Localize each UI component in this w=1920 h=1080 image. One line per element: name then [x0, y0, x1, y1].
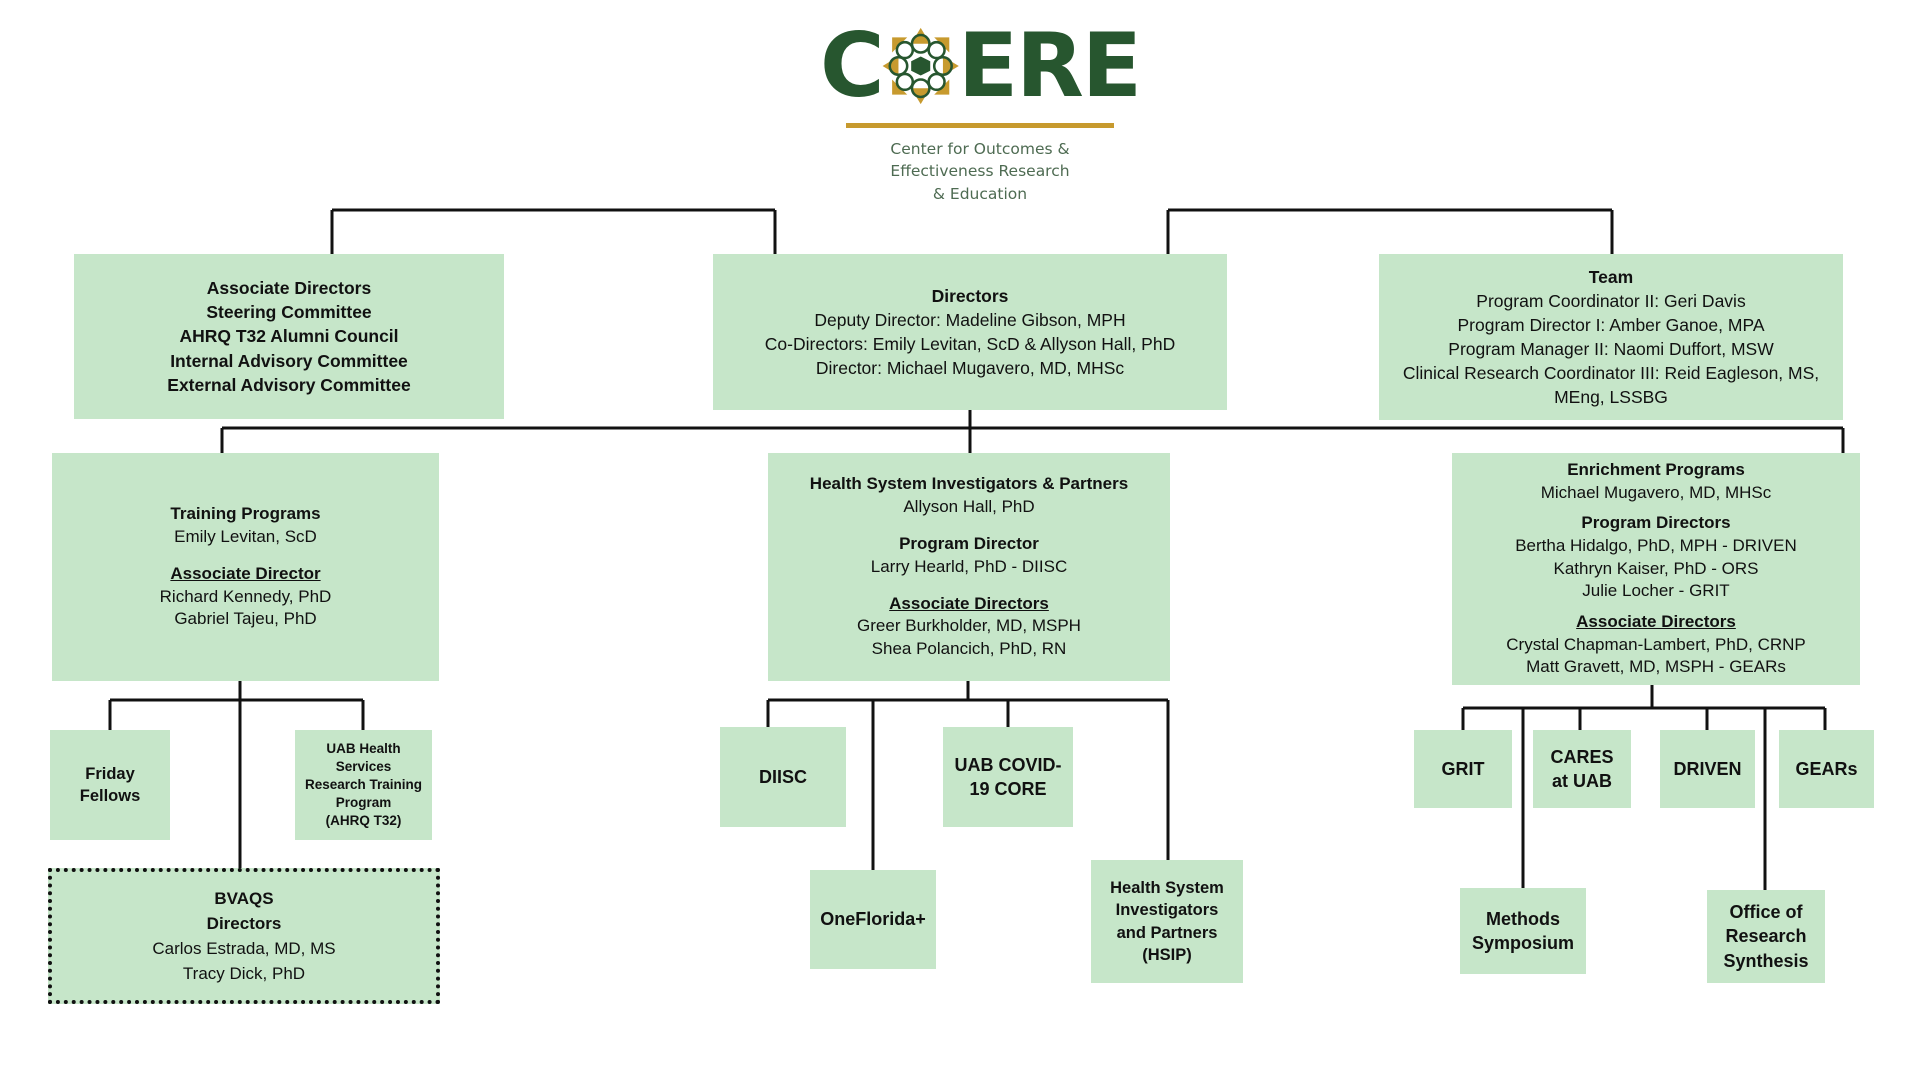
- node-uab-covid-19-core[interactable]: UAB COVID- 19 CORE: [943, 727, 1073, 827]
- directors-line-2: Co-Directors: Emily Levitan, ScD & Allys…: [764, 334, 1176, 354]
- uab-hsrtp-line-3: Research Training: [304, 777, 423, 793]
- associate-directors-line-2: Steering Committee: [206, 302, 372, 323]
- uab-covid-line-2: 19 CORE: [969, 779, 1047, 799]
- node-training-programs[interactable]: Training Programs Emily Levitan, ScD Ass…: [52, 453, 439, 681]
- hsip-line-1: Health System: [1110, 879, 1224, 898]
- enrichment-program-directors-heading: Program Directors: [1581, 513, 1731, 533]
- training-programs-lead: Emily Levitan, ScD: [174, 526, 317, 546]
- diisc-label: DIISC: [758, 766, 807, 787]
- core-logo: C: [820, 13, 1142, 205]
- oneflorida-label: OneFlorida+: [820, 909, 926, 930]
- node-associate-directors[interactable]: Associate Directors Steering Committee A…: [74, 254, 504, 419]
- node-directors[interactable]: Directors Deputy Director: Madeline Gibs…: [713, 254, 1227, 410]
- hsip-line-2: Investigators: [1115, 901, 1219, 920]
- enrichment-program-director-1: Bertha Hidalgo, PhD, MPH - DRIVEN: [1515, 536, 1797, 556]
- associate-directors-line-1: Associate Directors: [206, 278, 372, 299]
- uab-hsrtp-line-2: Services: [335, 759, 392, 775]
- logo-wordmark: C: [820, 13, 1142, 117]
- training-programs-title: Training Programs: [170, 504, 321, 524]
- node-friday-fellows[interactable]: Friday Fellows: [50, 730, 170, 840]
- node-health-system-investigators-partners[interactable]: Health System Investigators & Partners A…: [768, 453, 1170, 681]
- methods-symposium-line-2: Symposium: [1471, 933, 1575, 953]
- logo-letters-ere: ERE: [958, 13, 1142, 117]
- node-methods-symposium[interactable]: Methods Symposium: [1460, 888, 1586, 974]
- health-system-associate-directors-heading: Associate Directors: [889, 593, 1049, 613]
- health-system-associate-director-1: Greer Burkholder, MD, MSPH: [857, 616, 1081, 636]
- node-bvaqs[interactable]: BVAQS Directors Carlos Estrada, MD, MS T…: [48, 868, 440, 1004]
- directors-line-1: Deputy Director: Madeline Gibson, MPH: [814, 309, 1126, 330]
- node-driven[interactable]: DRIVEN: [1660, 730, 1755, 808]
- directors-title: Directors: [931, 285, 1009, 306]
- uab-hsrtp-line-5: (AHRQ T32): [325, 812, 402, 828]
- node-diisc[interactable]: DIISC: [720, 727, 846, 827]
- logo-tagline-line-1: Center for Outcomes &: [890, 140, 1070, 158]
- cares-at-uab-line-1: CARES: [1550, 746, 1614, 767]
- bvaqs-person-2: Tracy Dick, PhD: [182, 964, 306, 984]
- rosette-icon: [882, 27, 959, 104]
- team-line-5: MEng, LSSBG: [1554, 387, 1668, 408]
- training-programs-person-2: Gabriel Tajeu, PhD: [174, 609, 317, 629]
- team-line-4: Clinical Research Coordinator III: Reid …: [1402, 363, 1820, 384]
- directors-line-3: Director: Michael Mugavero, MD, MHSc: [815, 358, 1125, 379]
- methods-symposium-line-1: Methods: [1486, 908, 1560, 929]
- logo-divider-rule: [846, 123, 1114, 128]
- logo-tagline-line-3: & Education: [932, 184, 1028, 203]
- node-hsip[interactable]: Health System Investigators and Partners…: [1091, 860, 1243, 983]
- health-system-lead: Allyson Hall, PhD: [903, 497, 1035, 517]
- health-system-program-director-heading: Program Director: [899, 534, 1039, 554]
- logo-tagline-line-2: Effectiveness Research: [890, 162, 1070, 181]
- associate-directors-line-3: AHRQ T32 Alumni Council: [179, 326, 399, 347]
- enrichment-programs-lead: Michael Mugavero, MD, MHSc: [1540, 482, 1772, 502]
- enrichment-program-director-3: Julie Locher - GRIT: [1582, 581, 1730, 601]
- node-enrichment-programs[interactable]: Enrichment Programs Michael Mugavero, MD…: [1452, 453, 1860, 685]
- node-cares-at-uab[interactable]: CARES at UAB: [1533, 730, 1631, 808]
- enrichment-programs-title: Enrichment Programs: [1567, 460, 1745, 479]
- grit-label: GRIT: [1441, 758, 1485, 779]
- bvaqs-title: BVAQS: [214, 888, 274, 908]
- node-gears[interactable]: GEARs: [1779, 730, 1874, 808]
- enrichment-associate-director-2: Matt Gravett, MD, MSPH - GEARs: [1526, 657, 1786, 677]
- bvaqs-subtitle: Directors: [206, 913, 282, 933]
- office-research-synthesis-line-2: Research: [1725, 926, 1807, 947]
- node-office-of-research-synthesis[interactable]: Office of Research Synthesis: [1707, 890, 1825, 983]
- friday-fellows-line-2: Fellows: [79, 787, 141, 805]
- office-research-synthesis-line-3: Synthesis: [1723, 950, 1809, 971]
- team-line-2: Program Director I: Amber Ganoe, MPA: [1457, 314, 1765, 335]
- health-system-associate-director-2: Shea Polancich, PhD, RN: [871, 638, 1067, 658]
- node-grit[interactable]: GRIT: [1414, 730, 1512, 808]
- friday-fellows-line-1: Friday: [85, 764, 135, 783]
- logo-tagline: Center for Outcomes & Effectiveness Rese…: [820, 138, 1140, 205]
- enrichment-program-director-2: Kathryn Kaiser, PhD - ORS: [1553, 558, 1759, 578]
- office-research-synthesis-line-1: Office of: [1729, 902, 1803, 923]
- team-line-3: Program Manager II: Naomi Duffort, MSW: [1448, 339, 1774, 359]
- gears-label: GEARs: [1795, 758, 1858, 779]
- node-uab-health-services-research-training-program[interactable]: UAB Health Services Research Training Pr…: [295, 730, 432, 840]
- node-oneflorida[interactable]: OneFlorida+: [810, 870, 936, 969]
- hsip-line-4: (HSIP): [1142, 945, 1192, 964]
- training-programs-role-heading: Associate Director: [170, 563, 321, 583]
- bvaqs-person-1: Carlos Estrada, MD, MS: [152, 939, 336, 958]
- hsip-line-3: and Partners: [1116, 923, 1218, 942]
- driven-label: DRIVEN: [1673, 758, 1742, 779]
- enrichment-associate-directors-heading: Associate Directors: [1576, 612, 1736, 632]
- node-team[interactable]: Team Program Coordinator II: Geri Davis …: [1379, 254, 1843, 420]
- uab-hsrtp-line-1: UAB Health: [326, 741, 401, 757]
- health-system-title: Health System Investigators & Partners: [809, 474, 1129, 494]
- associate-directors-line-4: Internal Advisory Committee: [170, 350, 408, 371]
- associate-directors-line-5: External Advisory Committee: [167, 374, 411, 395]
- uab-covid-line-1: UAB COVID-: [954, 754, 1062, 775]
- cares-at-uab-line-2: at UAB: [1551, 771, 1612, 791]
- team-title: Team: [1588, 266, 1634, 287]
- training-programs-person-1: Richard Kennedy, PhD: [159, 586, 332, 606]
- logo-letter-c: C: [820, 13, 885, 117]
- uab-hsrtp-line-4: Program: [335, 794, 392, 810]
- enrichment-associate-director-1: Crystal Chapman-Lambert, PhD, CRNP: [1506, 634, 1806, 654]
- team-line-1: Program Coordinator II: Geri Davis: [1476, 290, 1746, 311]
- health-system-program-director-1: Larry Hearld, PhD - DIISC: [870, 556, 1068, 576]
